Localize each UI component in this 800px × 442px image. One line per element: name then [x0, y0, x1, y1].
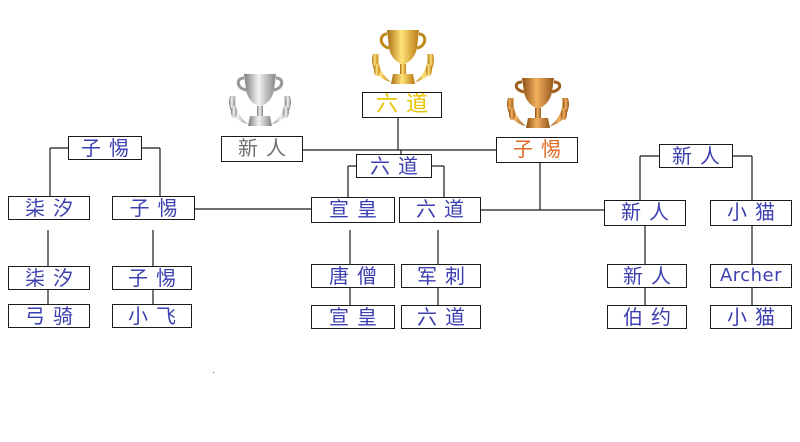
third-place-box: 子惕 — [496, 137, 578, 163]
player-box-1: 柒汐 — [8, 266, 90, 290]
silver-trophy-icon — [229, 74, 291, 126]
third-place-name: 子惕 — [513, 137, 569, 161]
player-box-7: 军刺 — [401, 264, 481, 288]
quarterfinal-name-5: 新人 — [621, 200, 677, 224]
runner-up-name: 新人 — [238, 136, 294, 160]
runner-up-box: 新人 — [221, 136, 303, 162]
quarterfinal-box-5: 新人 — [604, 200, 686, 226]
player-box-3: 子惕 — [112, 266, 192, 290]
player-box-2: 弓骑 — [8, 304, 90, 328]
player-name-1: 柒汐 — [25, 266, 81, 290]
bronze-trophy-icon — [507, 78, 569, 128]
semifinal-right-name: 新人 — [672, 144, 728, 168]
player-name-5: 唐僧 — [329, 264, 385, 288]
quarterfinal-name-2: 子惕 — [129, 196, 186, 220]
champion-box: 六道 — [362, 92, 442, 118]
champion-name: 六道 — [375, 92, 436, 117]
player-name-2: 弓骑 — [25, 304, 81, 328]
player-name-6: 宣皇 — [329, 305, 385, 329]
quarterfinal-box-2: 子惕 — [112, 196, 195, 220]
player-box-6: 宣皇 — [311, 305, 395, 329]
player-name-8: 六道 — [417, 305, 473, 329]
quarterfinal-box-1: 柒汐 — [8, 196, 90, 220]
quarterfinal-name-3: 宣皇 — [329, 197, 385, 221]
semifinal-center-box: 六道 — [356, 154, 432, 178]
gold-trophy-icon — [372, 30, 434, 84]
semifinal-center-name: 六道 — [370, 154, 426, 178]
player-box-9: 新人 — [607, 264, 687, 288]
quarterfinal-box-4: 六道 — [399, 197, 481, 223]
player-name-7: 军刺 — [417, 264, 473, 288]
quarterfinal-name-1: 柒汐 — [25, 196, 81, 220]
player-box-8: 六道 — [401, 305, 481, 329]
semifinal-left-box: 子惕 — [68, 136, 142, 160]
player-name-10: 伯约 — [623, 305, 679, 329]
quarterfinal-name-4: 六道 — [416, 197, 472, 221]
player-box-5: 唐僧 — [311, 264, 395, 288]
stray-dot — [213, 372, 214, 373]
semifinal-left-name: 子惕 — [81, 136, 137, 160]
player-name-11: Archer — [719, 265, 783, 286]
player-name-4: 小飞 — [128, 304, 184, 328]
semifinal-right-box: 新人 — [659, 144, 733, 168]
quarterfinal-box-3: 宣皇 — [311, 197, 395, 223]
player-box-12: 小猫 — [710, 305, 792, 329]
quarterfinal-box-6: 小猫 — [710, 200, 792, 226]
quarterfinal-name-6: 小猫 — [727, 200, 783, 224]
player-name-9: 新人 — [623, 264, 679, 288]
player-name-12: 小猫 — [727, 305, 783, 329]
player-name-3: 子惕 — [128, 266, 184, 290]
player-box-11: Archer — [710, 264, 792, 288]
player-box-10: 伯约 — [607, 305, 687, 329]
player-box-4: 小飞 — [112, 304, 192, 328]
